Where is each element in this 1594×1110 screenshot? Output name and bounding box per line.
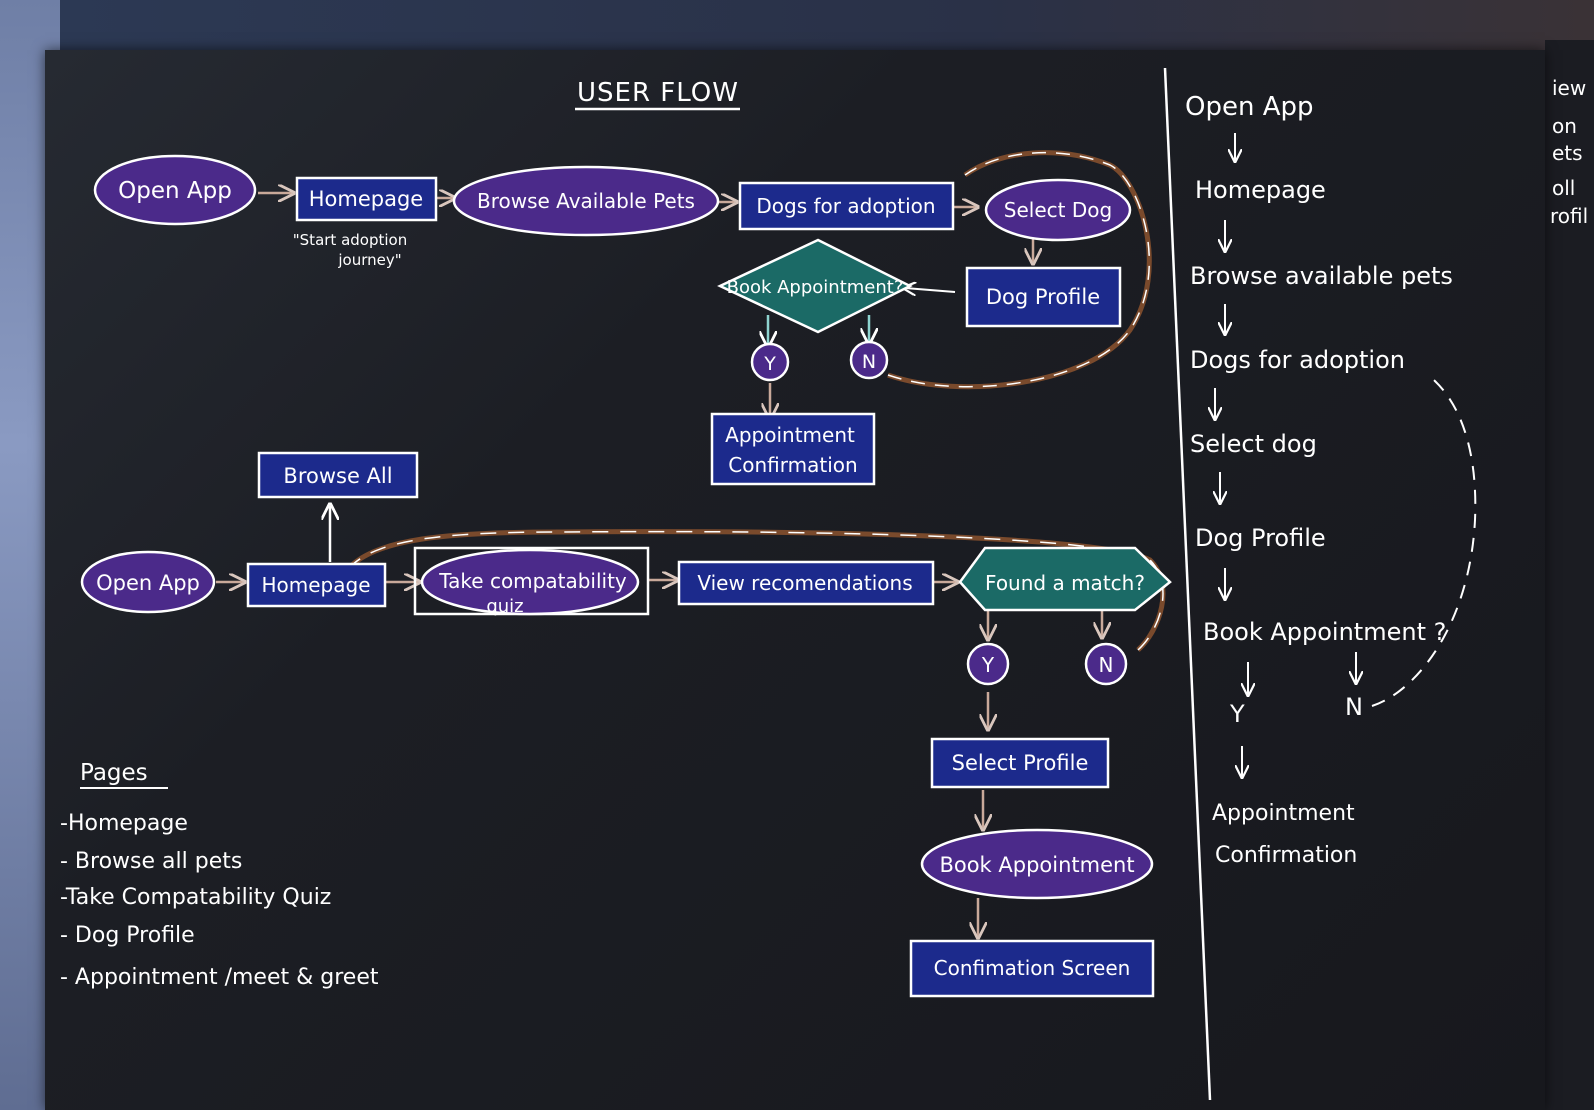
flow1-appt-conf-line2: Confirmation	[728, 453, 857, 477]
flow1-yes-label: Y	[763, 353, 776, 375]
flow2-confirmation-screen-node	[909, 939, 1155, 998]
flow2-browse-all-label: Browse All	[283, 464, 392, 488]
flow1-dogs-adoption-node	[738, 181, 955, 231]
sidebar-step-select-dog: Select dog	[1190, 430, 1317, 458]
fragment-2: ets	[1552, 141, 1583, 165]
flow1-dog-profile-node	[965, 266, 1122, 328]
flow1-book-appointment-decision	[717, 238, 913, 334]
flow2-browse-all-node	[257, 451, 419, 499]
flow2-homepage-label: Homepage	[261, 573, 370, 597]
flow2-no-node	[1084, 642, 1128, 686]
pages-heading: Pages	[80, 760, 148, 786]
sidebar-confirm-line2: Confirmation	[1215, 843, 1357, 868]
pages-item-homepage: -Homepage	[60, 811, 188, 836]
flow1-appointment-confirmation-node	[710, 412, 876, 486]
flow1-open-app-label: Open App	[118, 178, 232, 204]
flow2-quiz-line1: Take compatability	[438, 569, 627, 593]
background-right-sheet	[1545, 40, 1594, 1110]
fragment-4: rofil	[1550, 204, 1588, 228]
sidebar-step-book-appointment: Book Appointment ?	[1203, 618, 1446, 646]
flow1-appt-conf-line1: Appointment	[725, 423, 855, 447]
flow2-quiz-line2: quiz	[486, 596, 523, 617]
flow2-confirmation-screen-label: Confimation Screen	[934, 956, 1131, 980]
sidebar-confirm-line1: Appointment	[1212, 801, 1355, 826]
flow2-homepage-node	[246, 562, 387, 608]
flow1-no-label: N	[862, 351, 876, 373]
flow1-book-appointment-label: Book Appointment?	[727, 277, 904, 298]
flow1-browse-pets-label: Browse Available Pets	[477, 189, 695, 213]
sidebar-flow: Open App Homepage Browse available pets …	[1185, 92, 1477, 868]
flow1-homepage-label: Homepage	[309, 187, 423, 211]
sidebar-step-browse: Browse available pets	[1190, 262, 1453, 290]
flow2-open-app-label: Open App	[96, 571, 200, 595]
flow2-found-match-label: Found a match?	[985, 571, 1145, 595]
fragment-3: oll	[1552, 176, 1575, 200]
flow1-note-line1: "Start adoption	[293, 231, 407, 249]
sidebar-loop-path	[1371, 374, 1477, 707]
flow1-dogs-adoption-label: Dogs for adoption	[756, 194, 935, 218]
flow2-quiz-node	[420, 548, 640, 616]
sidebar-step-dog-profile: Dog Profile	[1195, 524, 1326, 552]
sidebar-step-homepage: Homepage	[1195, 176, 1326, 204]
flow-1: Open App Homepage "Start adoption journe…	[93, 150, 1152, 486]
flow2-no-label: N	[1099, 653, 1114, 677]
flow1-browse-pets-node	[452, 165, 720, 237]
fragment-0: iew	[1552, 76, 1586, 100]
flow2-book-appointment-node	[920, 828, 1154, 900]
sidebar-yes: Y	[1229, 700, 1245, 728]
pages-list: Pages -Homepage - Browse all pets -Take …	[60, 760, 379, 990]
title-group: USER FLOW	[575, 78, 740, 111]
flow2-select-profile-node	[930, 737, 1110, 789]
flow1-no-node	[849, 340, 889, 380]
pages-item-dog-profile: - Dog Profile	[60, 923, 195, 948]
flow2-yes-label: Y	[981, 653, 995, 677]
flow1-select-dog-label: Select Dog	[1004, 198, 1112, 222]
flow-2: Browse All Open App Homepage Take compat…	[80, 451, 1172, 998]
flow2-found-match-decision	[958, 546, 1172, 612]
flow1-yes-node	[750, 342, 790, 382]
flow2-yes-node	[966, 642, 1010, 686]
pages-item-quiz: -Take Compatability Quiz	[60, 885, 331, 910]
flow1-open-app-node	[93, 154, 257, 226]
flow2-select-profile-label: Select Profile	[952, 751, 1089, 775]
flow1-dog-profile-label: Dog Profile	[986, 285, 1100, 309]
pages-item-appointment: - Appointment /meet & greet	[60, 965, 379, 990]
flow2-open-app-node	[80, 550, 216, 614]
flow1-note-line2: journey"	[337, 251, 401, 269]
pages-item-browse: - Browse all pets	[60, 849, 242, 874]
diagram-title: USER FLOW	[577, 78, 739, 108]
flow1-select-dog-node	[984, 178, 1132, 242]
flow2-view-recs-label: View recomendations	[697, 571, 912, 595]
flow2-view-recs-node	[677, 560, 935, 606]
adjacent-sheet-fragments: iew on ets oll rofil	[1550, 76, 1588, 228]
sidebar-step-dogs-adoption: Dogs for adoption	[1190, 346, 1405, 374]
sidebar-step-open-app: Open App	[1185, 92, 1314, 122]
flow2-book-appointment-label: Book Appointment	[939, 853, 1134, 877]
sidebar-divider	[1163, 67, 1212, 1101]
flow1-homepage-node	[295, 176, 438, 222]
fragment-1: on	[1552, 114, 1577, 138]
sidebar-no: N	[1345, 693, 1363, 721]
